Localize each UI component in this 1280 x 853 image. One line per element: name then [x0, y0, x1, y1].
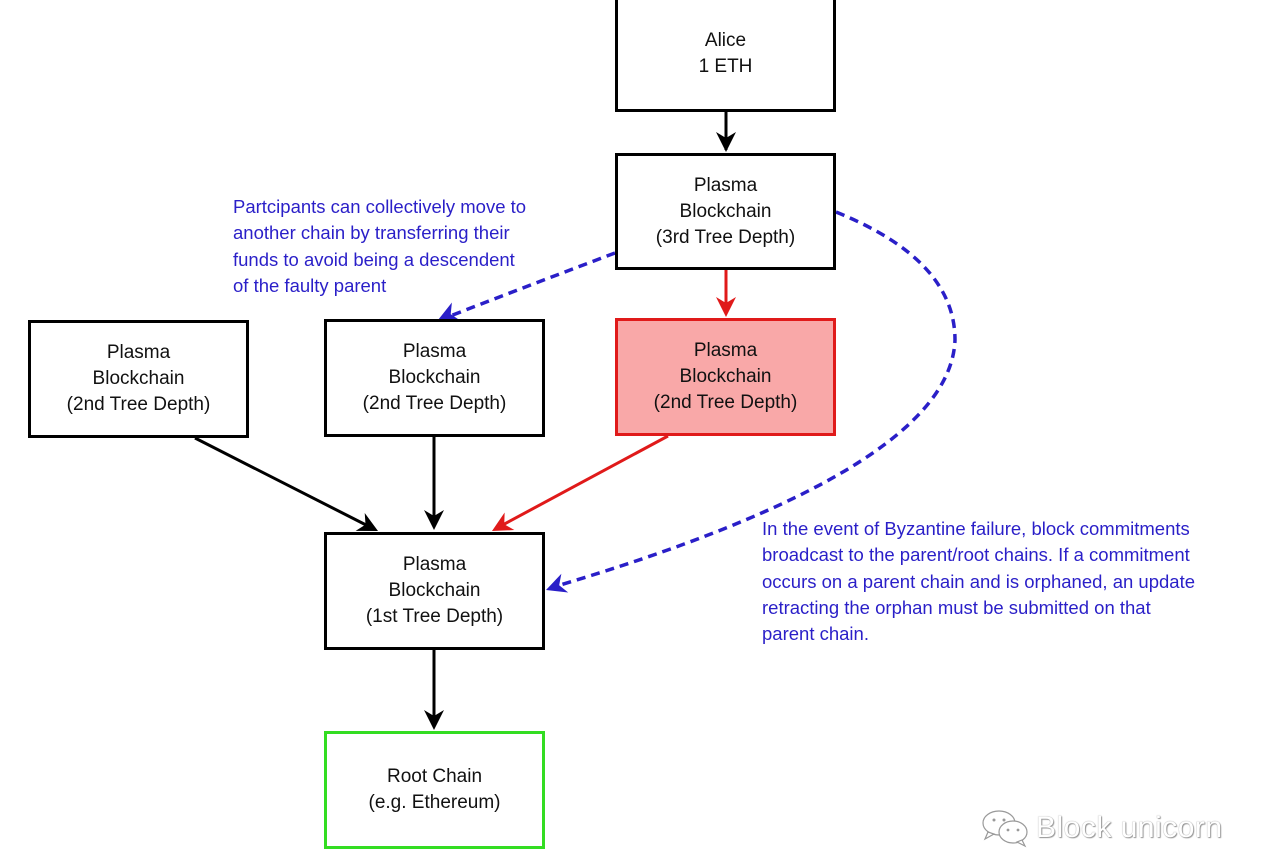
wechat-icon [982, 810, 1028, 848]
note-line: occurs on a parent chain and is orphaned… [762, 570, 1196, 592]
node-line: 1 ETH [698, 56, 753, 77]
node-plasma-depth3: Plasma Blockchain (3rd Tree Depth) [615, 153, 836, 270]
node-depth1-label: Plasma Blockchain (1st Tree Depth) [366, 552, 503, 630]
note-line: parent chain. [762, 623, 869, 645]
arrowhead-icon [424, 510, 444, 530]
arrowhead-icon [355, 513, 378, 531]
note-line: retracting the orphan must be submitted … [762, 596, 1151, 618]
node-root-label: Root Chain (e.g. Ethereum) [369, 764, 501, 816]
node-line: (2nd Tree Depth) [66, 394, 211, 415]
node-line: Blockchain [679, 366, 772, 387]
node-line: (1st Tree Depth) [365, 606, 504, 627]
watermark: Block unicorn [980, 808, 1223, 848]
node-plasma-depth2-middle: Plasma Blockchain (2nd Tree Depth) [324, 319, 545, 437]
node-depth2-faulty-label: Plasma Blockchain (2nd Tree Depth) [654, 338, 798, 416]
node-plasma-depth2-left: Plasma Blockchain (2nd Tree Depth) [28, 320, 249, 438]
node-alice-label: Alice 1 ETH [699, 28, 753, 80]
node-line: (3rd Tree Depth) [655, 226, 796, 248]
edge-depth2-faulty-to-depth1 [496, 434, 669, 530]
node-line: Blockchain [92, 368, 185, 389]
node-line: Plasma [402, 554, 467, 575]
note-move-chain: Partcipants can collectively move to ano… [233, 194, 526, 299]
watermark-text: Block unicorn [1036, 811, 1223, 844]
node-root-chain: Root Chain (e.g. Ethereum) [324, 731, 545, 849]
node-depth3-label: Plasma Blockchain (3rd Tree Depth) [656, 173, 795, 251]
node-line: Plasma [693, 174, 758, 196]
note-line: of the faulty parent [233, 274, 387, 296]
arrowhead-icon [546, 573, 569, 593]
node-line: Alice [704, 30, 747, 51]
note-line: broadcast to the parent/root chains. If … [762, 544, 1190, 566]
note-line: In the event of Byzantine failure, block… [762, 518, 1190, 539]
node-line: Plasma [402, 341, 467, 362]
note-line: Partcipants can collectively move to [233, 196, 527, 217]
note-byzantine-failure: In the event of Byzantine failure, block… [762, 516, 1195, 647]
note-line: funds to avoid being a descendent [233, 248, 515, 270]
node-line: (e.g. Ethereum) [368, 792, 501, 813]
node-depth2-left-label: Plasma Blockchain (2nd Tree Depth) [67, 340, 211, 418]
arrowhead-icon [716, 132, 736, 152]
node-line: Blockchain [679, 200, 772, 222]
edge-depth2-left-to-depth1 [194, 436, 373, 530]
node-depth2-middle-label: Plasma Blockchain (2nd Tree Depth) [363, 339, 507, 417]
arrowhead-icon [492, 512, 515, 531]
note-line: another chain by transferring their [233, 222, 510, 244]
arrowhead-icon [438, 302, 461, 321]
node-line: Blockchain [388, 367, 481, 388]
edge-depth3-to-depth2-middle [444, 251, 616, 320]
node-line: Plasma [106, 342, 171, 363]
node-plasma-depth1: Plasma Blockchain (1st Tree Depth) [324, 532, 545, 650]
node-line: Blockchain [388, 580, 481, 601]
arrowhead-icon [716, 297, 736, 317]
node-alice: Alice 1 ETH [615, 0, 836, 112]
node-line: Root Chain [386, 766, 483, 787]
node-line: Plasma [693, 340, 758, 361]
node-line: (2nd Tree Depth) [653, 392, 798, 413]
node-plasma-depth2-faulty: Plasma Blockchain (2nd Tree Depth) [615, 318, 836, 436]
arrowhead-icon [424, 710, 444, 730]
node-line: (2nd Tree Depth) [362, 393, 507, 414]
